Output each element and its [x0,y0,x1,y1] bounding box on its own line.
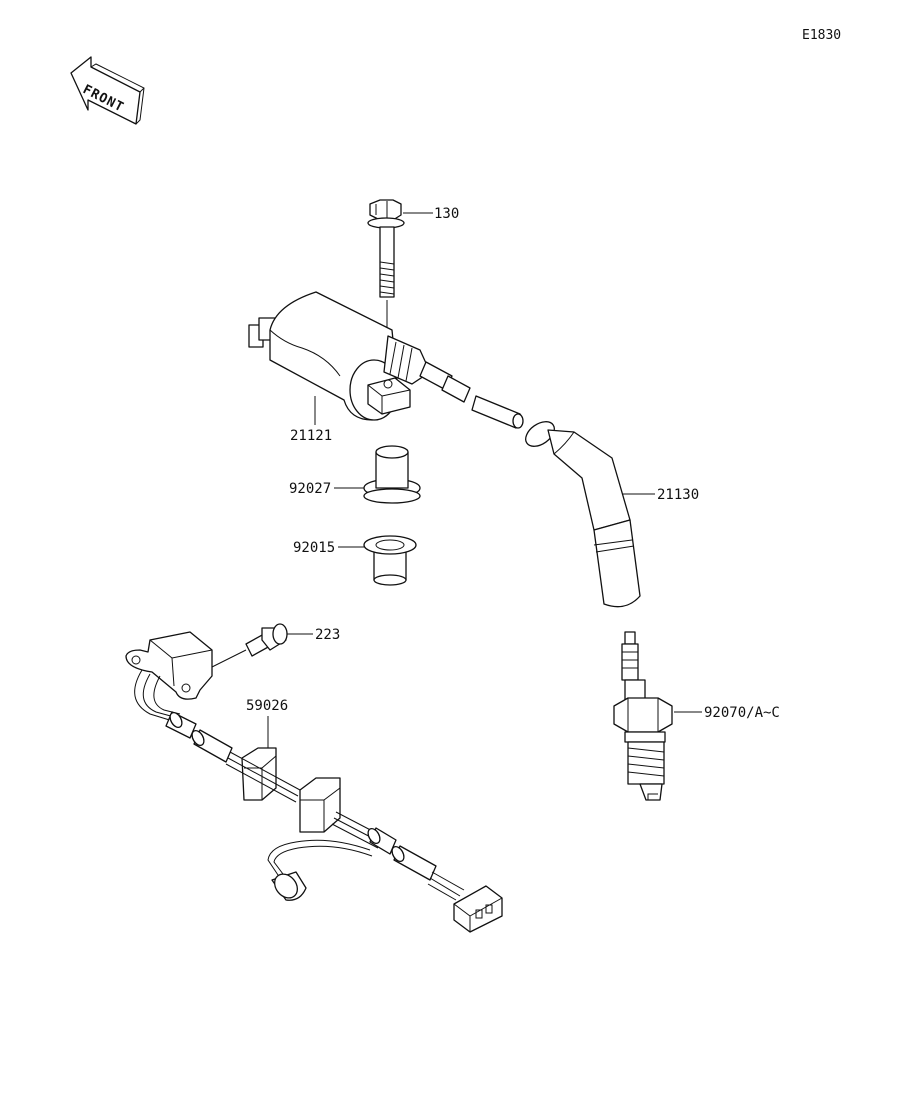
ignition-coil-21121[interactable] [248,291,524,429]
spark-plug-92070[interactable] [613,631,673,801]
part-label-spark-plug: 92070/A~C [704,705,780,721]
spark-plug-cap-21130[interactable] [521,417,641,608]
part-label-bolt: 130 [434,206,459,222]
part-label-ignition-coil: 21121 [290,428,332,444]
part-label-spark-plug-cap: 21130 [657,487,699,503]
diagram-code: E1830 [802,28,841,43]
grommet-92015[interactable] [363,535,417,586]
part-label-screw: 223 [315,627,340,643]
wiring-harness-59026[interactable] [125,631,503,933]
bolt-130[interactable] [367,199,405,380]
collar-92027[interactable] [363,445,421,504]
part-label-grommet: 92015 [293,540,335,556]
screw-223[interactable] [205,623,288,671]
part-label-wiring-harness: 59026 [246,698,288,714]
front-arrow-icon: FRONT [70,56,145,125]
part-label-collar: 92027 [289,481,331,497]
